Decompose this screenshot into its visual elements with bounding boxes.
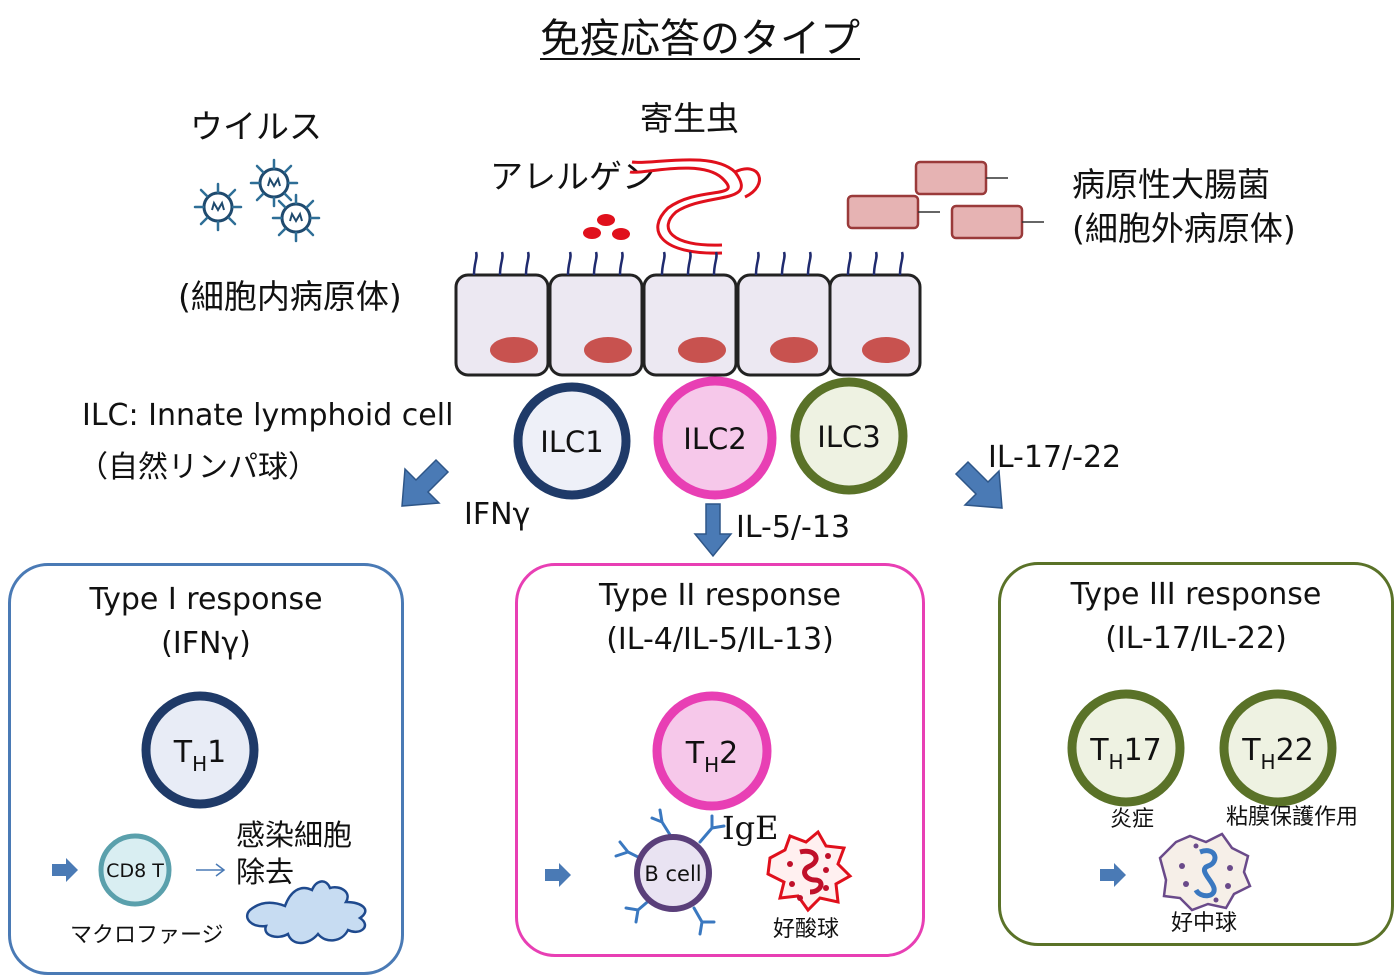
- ilc3-label: ILC3: [817, 420, 880, 454]
- th22-label: TH22: [1241, 733, 1314, 774]
- parasite-worm-icon: [629, 158, 761, 255]
- cytokine-il17-22-label: IL-17/-22: [988, 440, 1122, 475]
- thin-arrow-icon: [196, 863, 226, 877]
- small-arrow-type2: [545, 863, 571, 887]
- virus-type-label: (細胞内病原体): [178, 277, 402, 316]
- cytokine-il5-13-label: IL-5/-13: [736, 510, 851, 545]
- small-arrow-type1: [52, 858, 78, 882]
- epithelial-cell: [642, 251, 738, 377]
- epithelial-cell-layer: [454, 251, 922, 377]
- type1-subtitle: (IFNγ): [161, 626, 251, 661]
- th1-label: TH1: [173, 735, 226, 776]
- bacteria-icon: [846, 160, 1044, 240]
- epithelial-cell: [736, 251, 832, 377]
- ilc1-cell: ILC1: [513, 382, 631, 500]
- epithelial-cell: [828, 251, 922, 377]
- type3-title: Type III response: [1070, 577, 1322, 612]
- bacteria-label: 病原性大腸菌: [1072, 165, 1270, 204]
- th2-cell: TH2: [652, 691, 772, 811]
- effect-label-line1: 感染細胞: [236, 818, 352, 852]
- eosinophil-label: 好酸球: [773, 917, 839, 942]
- ilc3-cell: ILC3: [790, 377, 908, 495]
- type1-title: Type I response: [89, 582, 323, 617]
- type2-title: Type II response: [599, 578, 841, 613]
- virus-icon: [193, 158, 321, 243]
- effect-label-line2: 除去: [236, 855, 294, 889]
- eosinophil-icon: [766, 829, 853, 913]
- b-cell-label: B cell: [644, 862, 701, 886]
- th1-cell: TH1: [141, 691, 259, 809]
- ilc2-cell: ILC2: [653, 376, 777, 500]
- parasite-label: 寄生虫: [640, 99, 739, 138]
- epithelial-cell: [454, 251, 550, 377]
- virus-label: ウイルス: [190, 107, 322, 146]
- cd8-t-cell: CD8 T: [98, 833, 172, 907]
- th2-label: TH2: [685, 736, 738, 777]
- cd8-t-label: CD8 T: [106, 860, 164, 882]
- allergen-particles-icon: [583, 214, 630, 240]
- macrophage-icon: [245, 880, 367, 945]
- th17-cell: TH17: [1067, 689, 1185, 807]
- arrow-to-type1: [401, 458, 450, 507]
- bacteria-type-label: (細胞外病原体): [1072, 209, 1296, 248]
- inflammation-label: 炎症: [1110, 807, 1154, 832]
- ilc-legend-line1: ILC: Innate lymphoid cell: [82, 398, 454, 433]
- page-title-text: 免疫応答のタイプ: [540, 16, 860, 62]
- th17-label: TH17: [1089, 733, 1162, 774]
- b-cell: B cell: [614, 808, 726, 936]
- cytokine-ifng-label: IFNγ: [464, 497, 531, 532]
- small-arrow-type3: [1100, 863, 1126, 887]
- arrow-to-type2: [693, 503, 733, 558]
- neutrophil-label: 好中球: [1171, 911, 1237, 936]
- neutrophil-icon: [1158, 832, 1252, 912]
- mucosal-protection-label: 粘膜保護作用: [1226, 805, 1358, 830]
- type2-subtitle: (IL-4/IL-5/IL-13): [606, 622, 834, 657]
- ilc1-label: ILC1: [540, 425, 603, 459]
- ige-label: IgE: [722, 809, 778, 847]
- ilc2-label: ILC2: [683, 422, 746, 456]
- allergen-label: アレルゲン: [490, 157, 655, 196]
- type3-subtitle: (IL-17/IL-22): [1105, 621, 1287, 656]
- arrow-to-type3: [954, 460, 1003, 509]
- th22-cell: TH22: [1219, 689, 1337, 807]
- page-title: 免疫応答のタイプ: [0, 6, 1400, 64]
- epithelial-cell: [548, 251, 644, 377]
- ilc-legend-line2: （自然リンパ球）: [78, 450, 318, 485]
- macrophage-label: マクロファージ: [70, 923, 224, 948]
